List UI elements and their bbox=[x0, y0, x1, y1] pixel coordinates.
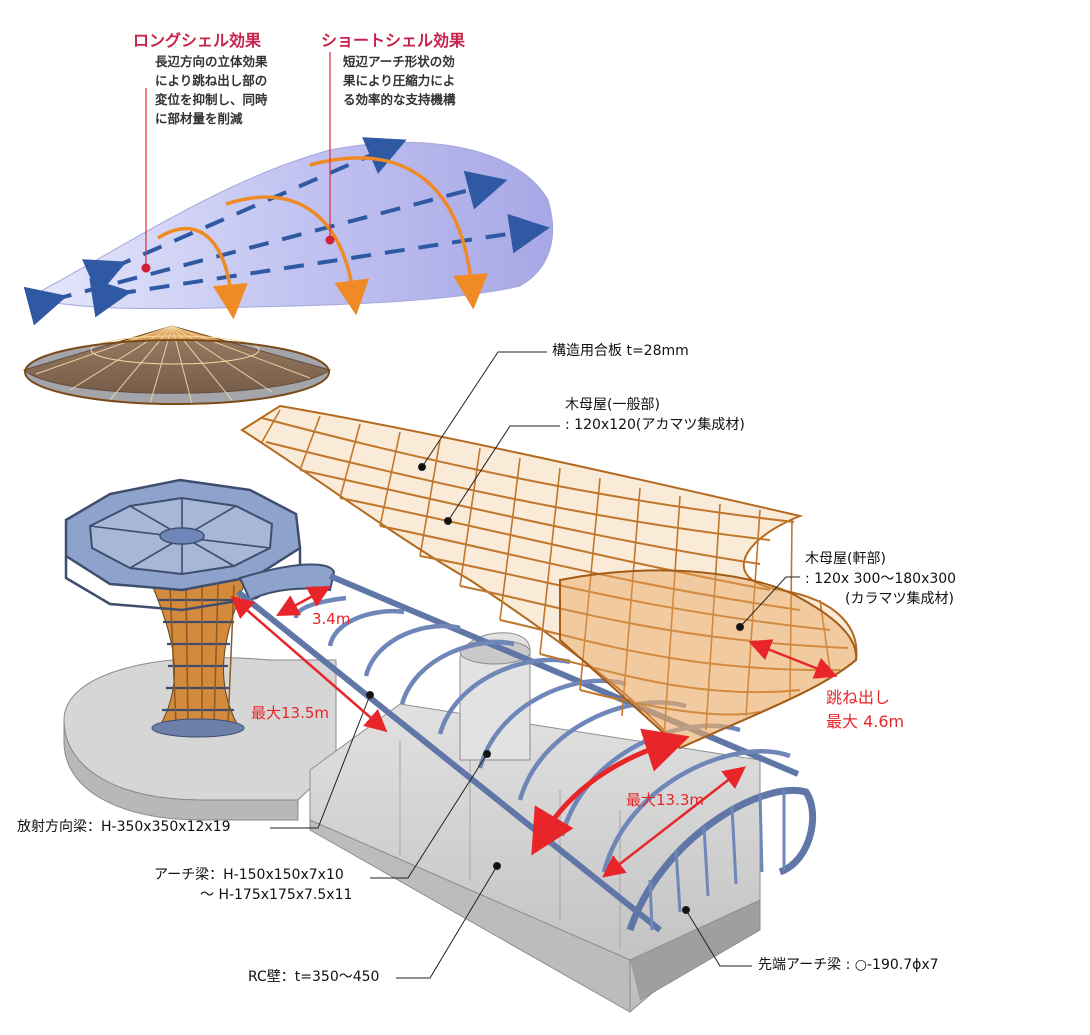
dim-label-cantilever-2: 最大 4.6m bbox=[826, 712, 905, 731]
short-arc-3 bbox=[309, 156, 489, 310]
dim-13-3m bbox=[602, 766, 746, 878]
label-radial-beam: 放射方向梁：H-350x350x12x19 bbox=[17, 819, 231, 835]
label-purlin-eave-1: 木母屋(軒部) bbox=[805, 551, 886, 567]
label-purlin-general-1: 木母屋(一般部) bbox=[565, 397, 660, 413]
label-tip-arch: 先端アーチ梁 : ○-190.7ϕx7 bbox=[758, 957, 939, 973]
leader-plywood bbox=[421, 351, 547, 468]
label-arch-beam-2: 〜 H-175x175x7.5x11 bbox=[200, 887, 353, 903]
short-arc-1 bbox=[157, 226, 248, 320]
leader-purlin-eave bbox=[739, 576, 800, 628]
steel-ring-frame bbox=[64, 478, 336, 612]
dim-label-radial: 最大13.5m bbox=[251, 704, 330, 722]
dim-13-5m bbox=[230, 595, 388, 733]
dimension-arrows bbox=[230, 586, 838, 878]
short-shell-dot bbox=[325, 235, 335, 245]
short-shell-line: 短辺アーチ形状の効 bbox=[343, 54, 455, 69]
shell-surface bbox=[26, 141, 554, 310]
radial-beam-right bbox=[328, 573, 800, 777]
short-shell-line: る効率的な支持機構 bbox=[343, 92, 456, 107]
long-shell-title: ロングシェル効果 bbox=[133, 31, 262, 50]
leader-rc-wall bbox=[396, 865, 498, 979]
long-shell-line: により跳ね出し部の bbox=[155, 73, 268, 88]
label-plywood: 構造用合板 t=28mm bbox=[552, 343, 689, 359]
label-arch-beam-1: アーチ梁：H-150x150x7x10 bbox=[154, 867, 344, 883]
long-shell-line: に部材量を削減 bbox=[155, 111, 243, 126]
long-shell-line: 長辺方向の立体効果 bbox=[155, 54, 268, 69]
short-shell-title: ショートシェル効果 bbox=[321, 31, 466, 50]
label-purlin-general-2: : 120x120(アカマツ集成材) bbox=[565, 417, 745, 433]
short-shell-text: 短辺アーチ形状の効 果により圧縮力によ る効率的な支持機構 bbox=[343, 52, 456, 109]
cap-timber-cone bbox=[22, 325, 332, 405]
short-shell-line: 果により圧縮力によ bbox=[343, 73, 456, 88]
label-rc-wall: RC壁：t=350〜450 bbox=[248, 969, 380, 985]
long-shell-line: 変位を抑制し、同時 bbox=[155, 92, 268, 107]
timber-purlin-grid bbox=[240, 404, 858, 750]
label-purlin-eave-3: (カラマツ集成材) bbox=[845, 591, 954, 607]
tree-column bbox=[149, 579, 247, 738]
dim-label-arch: 最大13.3m bbox=[626, 791, 705, 809]
leader-tip-arch bbox=[685, 909, 752, 967]
short-arc-2 bbox=[225, 195, 370, 316]
long-shell-dot bbox=[141, 263, 151, 273]
label-purlin-eave-2: : 120x 300〜180x300 bbox=[805, 571, 957, 587]
dim-4-6m bbox=[748, 639, 838, 679]
leader-radial-beam bbox=[270, 694, 371, 829]
leader-purlin-general bbox=[447, 425, 560, 522]
leader-arch-beam bbox=[370, 753, 488, 879]
shell-concept bbox=[23, 52, 554, 326]
dim-label-spacing: 3.4m bbox=[312, 610, 351, 628]
long-shell-text: 長辺方向の立体効果 により跳ね出し部の 変位を抑制し、同時 に部材量を削減 bbox=[155, 52, 268, 128]
dim-label-cantilever-1: 跳ね出し bbox=[826, 688, 891, 707]
dim-arch-curve bbox=[531, 728, 690, 856]
